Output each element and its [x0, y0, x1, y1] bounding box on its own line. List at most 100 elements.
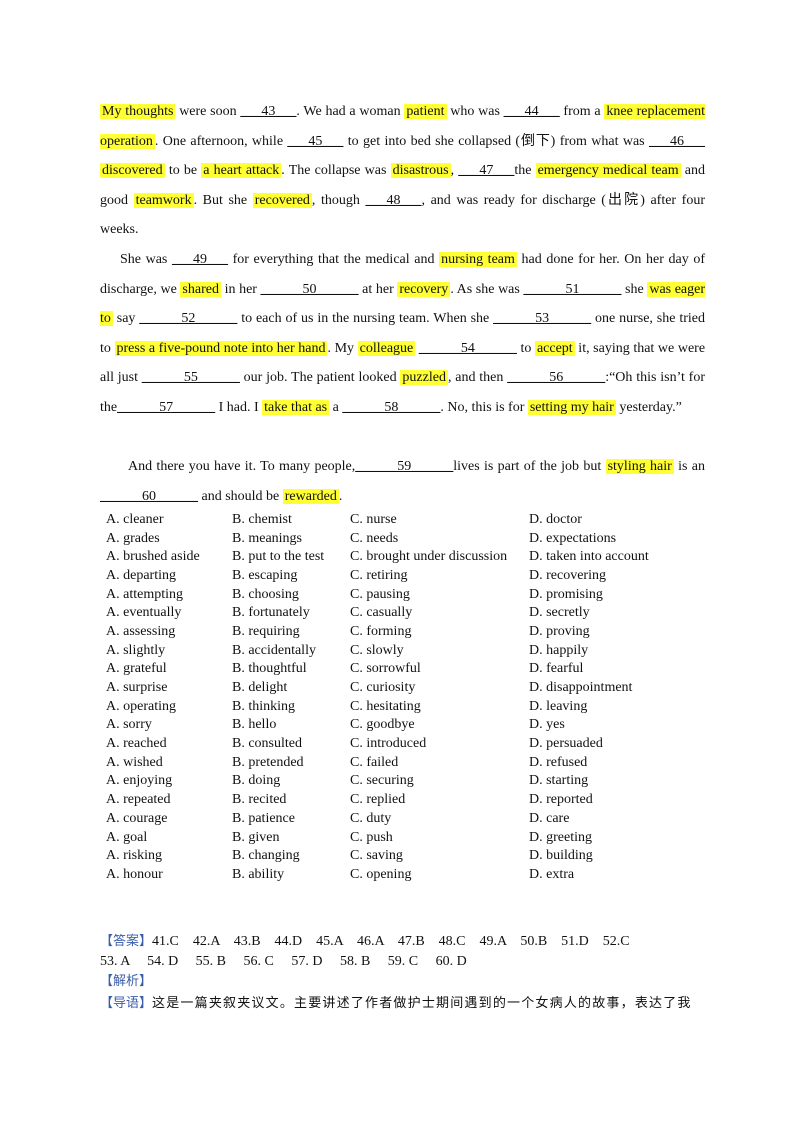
option-c: C. needs — [350, 530, 399, 546]
option-b: B. chemist — [232, 511, 292, 527]
option-d: D. fearful — [529, 661, 584, 677]
highlighted-phrase: shared — [180, 281, 221, 297]
option-d: D. care — [529, 810, 570, 826]
option-a: A. surprise — [106, 680, 168, 696]
option-a: A. cleaner — [106, 511, 164, 527]
option-a: A. wished — [106, 754, 163, 770]
option-a: A. assessing — [106, 623, 176, 639]
answer-line-2: 53. A 54. D 55. B 56. C 57. D 58. B 59. … — [100, 952, 705, 972]
option-b: B. fortunately — [232, 605, 310, 621]
option-b: B. put to the test — [232, 549, 325, 565]
answer-blank: ___47___ — [458, 163, 515, 178]
answer-blank: ___43___ — [240, 104, 297, 119]
option-c: C. opening — [350, 866, 412, 882]
highlighted-phrase: a heart attack — [201, 163, 282, 178]
option-c: C. goodbye — [350, 717, 415, 733]
option-b: B. meanings — [232, 530, 302, 546]
option-a: A. courage — [106, 810, 168, 826]
option-b: B. accidentally — [232, 642, 316, 658]
answer-blank: ______54______ — [418, 340, 517, 356]
option-b: B. patience — [232, 810, 295, 826]
answer-blank: ___45___ — [287, 133, 344, 149]
option-b: B. given — [232, 829, 280, 845]
highlighted-phrase: patient — [404, 104, 447, 119]
option-d: D. taken into account — [529, 549, 649, 565]
answer-blank: ______59______ — [355, 459, 454, 474]
option-c: C. duty — [350, 810, 392, 826]
option-a: A. slightly — [106, 642, 166, 658]
option-d: D. refused — [529, 754, 588, 770]
option-b: B. choosing — [232, 586, 299, 602]
answer-blank: ___46___ — [649, 133, 705, 149]
option-b: B. thoughtful — [232, 661, 307, 677]
option-b: B. ability — [232, 866, 285, 882]
passage-text: it, saying that we were all just — [100, 340, 706, 386]
passage-text: . — [338, 488, 343, 504]
option-a: A. grades — [106, 530, 160, 546]
highlighted-phrase: setting my hair — [527, 399, 616, 415]
option-b: B. pretended — [232, 754, 304, 770]
passage-text: And there you have it. To many people, — [128, 459, 356, 474]
passage-text: , and was ready for discharge (出院) after… — [100, 192, 706, 238]
highlighted-phrase: My thoughts — [100, 104, 176, 119]
highlighted-phrase: recovered — [252, 192, 312, 208]
passage-text: to get into bed she collapsed (倒下) from … — [343, 133, 649, 149]
option-c: C. slowly — [350, 642, 404, 658]
answer-line-1: 【答案】41.C 42.A 43.B 44.D 45.A 46.A 47.B 4… — [100, 932, 705, 952]
highlighted-phrase: discovered — [100, 163, 165, 178]
answer-label: 【答案】 — [100, 934, 153, 949]
passage-text: . No, this is for — [440, 399, 528, 415]
option-d: D. proving — [529, 623, 590, 639]
option-d: D. reported — [529, 792, 593, 808]
option-a: A. operating — [106, 698, 176, 714]
option-b: B. escaping — [232, 567, 298, 583]
option-c: C. sorrowful — [350, 661, 421, 677]
answer-blank: ______50______ — [260, 281, 359, 297]
option-a: A. enjoying — [106, 773, 173, 789]
option-c: C. forming — [350, 623, 412, 639]
option-d: D. secretly — [529, 605, 590, 621]
answer-blank: ______52______ — [139, 311, 238, 326]
passage-text: and should be — [198, 488, 283, 504]
option-b: B. delight — [232, 680, 288, 696]
option-c: C. curiosity — [350, 680, 416, 696]
option-a: A. risking — [106, 848, 162, 864]
guide-label: 【导语】 — [100, 996, 153, 1011]
passage-text: is an — [673, 459, 705, 474]
highlighted-phrase: press a five-pound note into her hand — [114, 340, 328, 356]
passage-text: . As she was — [450, 281, 524, 297]
answer-blank: ______51______ — [523, 281, 622, 297]
passage-text: one nurse, she tried to — [100, 311, 705, 356]
option-b: B. thinking — [232, 698, 296, 714]
highlighted-phrase: puzzled — [400, 370, 448, 385]
passage-text: our job. The patient looked — [239, 370, 401, 385]
option-b: B. consulted — [232, 736, 302, 752]
option-c: C. pausing — [350, 586, 410, 602]
answer-blank: ______58______ — [342, 399, 441, 415]
option-a: A. sorry — [106, 717, 152, 733]
option-d: D. extra — [529, 866, 575, 882]
option-d: D. recovering — [529, 567, 606, 583]
passage-text: . One afternoon, while — [154, 133, 288, 149]
option-c: C. securing — [350, 773, 414, 789]
passage-text: say — [112, 311, 140, 326]
answer-list-1: 41.C 42.A 43.B 44.D 45.A 46.A 47.B 48.C … — [152, 934, 630, 949]
passage-text: , and then — [447, 370, 508, 385]
passage-text: lives is part of the job but — [453, 459, 606, 474]
passage-text: She was — [120, 252, 172, 267]
option-a: A. repeated — [106, 792, 171, 808]
option-d: D. persuaded — [529, 736, 603, 752]
highlighted-phrase: rewarded — [282, 488, 339, 504]
